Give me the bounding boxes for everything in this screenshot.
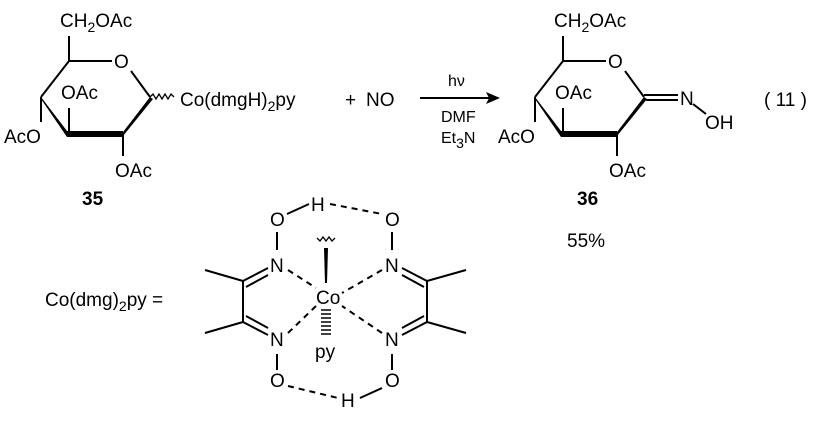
light-condition: hν [448,73,465,90]
oxygen-atom: O [385,210,400,231]
ring-oxygen-label: O [114,52,129,73]
yield-label: 55% [567,231,605,252]
reactant-35: CH2OAc O OAc AcO OAc Co(dmgH)2py 35 [4,11,296,210]
ch2oac-label: CH2OAc [60,11,132,35]
reaction-arrow: hν DMF Et3N [420,73,500,151]
compound-number-36: 36 [577,189,598,210]
definition-label: Co(dmg)2py = [45,290,163,314]
nitrogen-atom: N [270,330,284,351]
aco-label: AcO [498,127,535,148]
oac-label: OAc [555,83,592,104]
plus-sign: + [345,90,356,111]
nitrogen-atom: N [385,330,399,351]
oac-label: OAc [115,161,152,182]
oac-label: OAc [61,83,98,104]
oac-label: OAc [609,161,646,182]
hydrogen-atom: H [341,391,355,412]
cobalt-group-label: Co(dmgH)2py [180,90,296,114]
cobalt-atom: Co [316,288,340,309]
nitrogen-atom: N [270,256,284,277]
product-36: CH2OAc O OAc AcO OAc N OH 36 55% [498,11,734,252]
oxygen-atom: O [385,371,400,392]
nitric-oxide-label: NO [366,90,395,111]
pyridine-label: py [315,342,336,363]
nitrogen-atom: N [385,256,399,277]
ring-oxygen-label: O [608,52,623,73]
oxime-hydroxyl-label: OH [705,113,734,134]
oxime-nitrogen-label: N [680,89,694,110]
hydrogen-atom: H [311,195,325,216]
compound-number-35: 35 [82,189,104,210]
cobaloxime-structure: Co(dmg)2py = [45,195,467,412]
oxygen-atom: O [270,210,285,231]
equation-number: ( 11 ) [764,90,807,111]
ch2oac-label: CH2OAc [554,11,626,35]
oxygen-atom: O [270,371,285,392]
solvent-condition: DMF [441,109,476,126]
base-condition: Et3N [441,130,475,151]
aco-label: AcO [4,127,41,148]
